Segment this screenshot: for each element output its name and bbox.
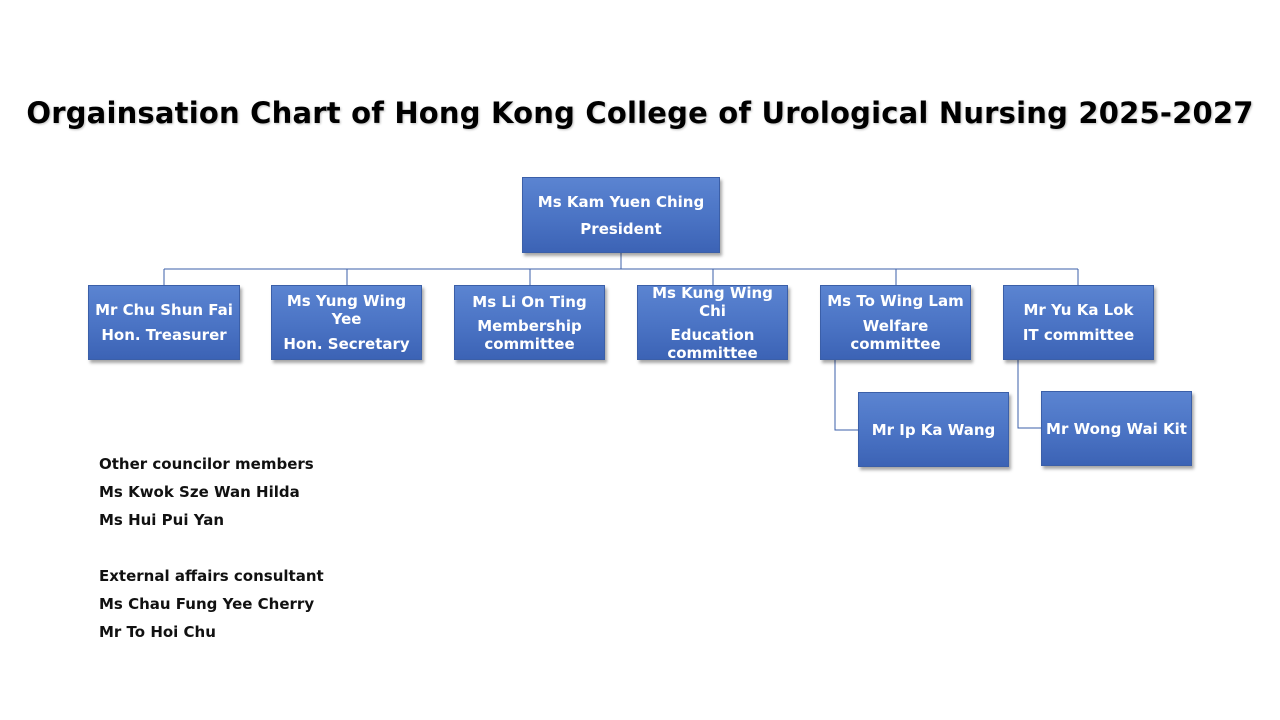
other-councilors-heading: Other councilor members	[99, 455, 314, 473]
officer-box-membership: Ms Li On Ting Membership committee	[454, 285, 605, 360]
sub-member-name: Mr Ip Ka Wang	[871, 420, 996, 439]
officer-box-education: Ms Kung Wing Chi Education committee	[637, 283, 788, 362]
officer-box-welfare: Ms To Wing Lam Welfare committee	[820, 285, 971, 360]
sub-member-box-welfare: Mr Ip Ka Wang	[858, 392, 1009, 467]
officer-name: Ms To Wing Lam	[827, 292, 964, 310]
officer-role: Hon. Treasurer	[101, 326, 227, 344]
officer-role: IT committee	[1022, 326, 1135, 344]
external-affairs-member: Mr To Hoi Chu	[99, 623, 216, 641]
sub-member-name: Mr Wong Wai Kit	[1046, 419, 1187, 438]
other-councilor-member: Ms Kwok Sze Wan Hilda	[99, 483, 300, 501]
officer-role: Education committee	[667, 325, 758, 362]
officer-name: Ms Yung Wing Yee	[286, 292, 407, 328]
officer-name: Mr Chu Shun Fai	[95, 301, 233, 319]
president-role: President	[580, 219, 662, 238]
officer-role: Welfare committee	[850, 317, 941, 353]
officer-box-it: Mr Yu Ka Lok IT committee	[1003, 285, 1154, 360]
officer-box-treasurer: Mr Chu Shun Fai Hon. Treasurer	[88, 285, 240, 360]
president-box: Ms Kam Yuen Ching President	[522, 177, 720, 253]
list-spacer	[99, 534, 324, 562]
other-councilor-member: Ms Hui Pui Yan	[99, 511, 224, 529]
connector-it-sub	[1017, 360, 1041, 429]
external-affairs-member: Ms Chau Fung Yee Cherry	[99, 595, 315, 613]
connector-welfare-sub	[834, 360, 858, 431]
president-name: Ms Kam Yuen Ching	[537, 192, 705, 211]
sub-member-box-it: Mr Wong Wai Kit	[1041, 391, 1192, 466]
officer-role: Hon. Secretary	[283, 335, 410, 353]
officer-box-secretary: Ms Yung Wing Yee Hon. Secretary	[271, 285, 422, 360]
officer-name: Ms Kung Wing Chi	[652, 283, 773, 320]
officer-name: Ms Li On Ting	[472, 292, 587, 311]
chart-title: Orgainsation Chart of Hong Kong College …	[26, 96, 1254, 130]
external-affairs-heading: External affairs consultant	[99, 567, 324, 585]
officer-name: Mr Yu Ka Lok	[1023, 301, 1134, 319]
officer-role: Membership committee	[477, 316, 582, 353]
other-members-list: Other councilor members Ms Kwok Sze Wan …	[99, 450, 324, 646]
